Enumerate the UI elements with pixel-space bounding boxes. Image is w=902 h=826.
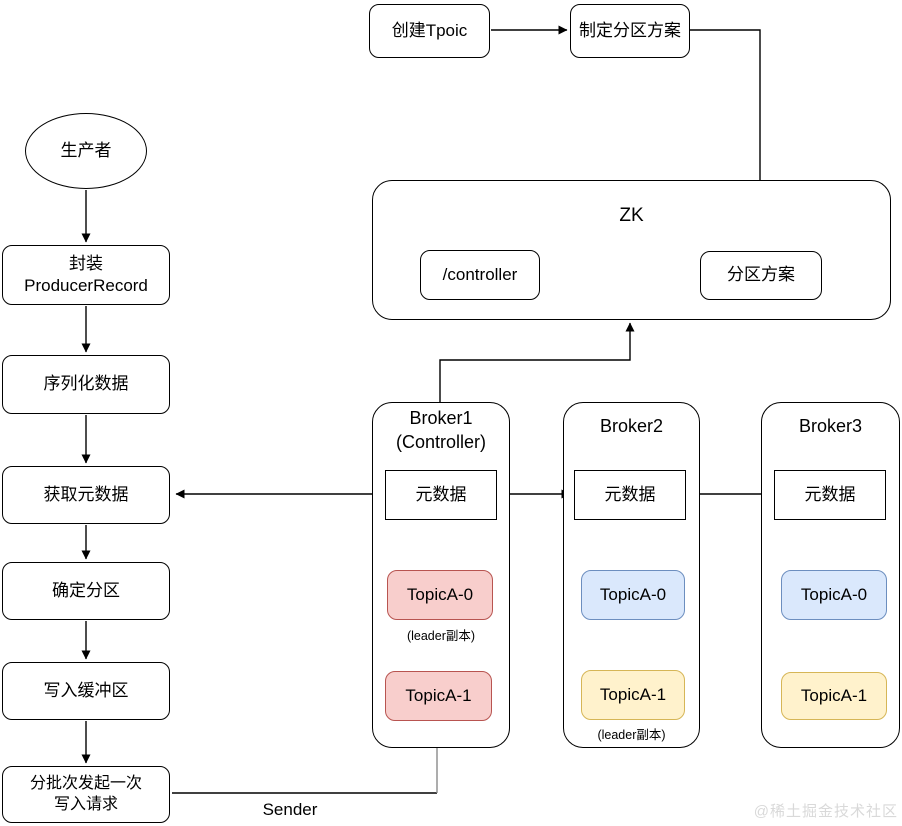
- broker1-metadata-node: 元数据: [385, 470, 497, 520]
- broker1-topica0-leader-note: (leader副本): [406, 629, 476, 643]
- step-serialize-data: 序列化数据: [2, 355, 170, 414]
- broker2-title: Broker2: [599, 416, 664, 436]
- broker2-topica0-node: TopicA-0: [581, 570, 685, 620]
- sender-label: Sender: [262, 800, 318, 819]
- watermark: @稀土掘金技术社区: [753, 803, 898, 820]
- broker3-title: Broker3: [798, 416, 863, 436]
- make-partition-plan-node: 制定分区方案: [570, 4, 690, 58]
- arrow-broker1-to-zk: [439, 322, 635, 402]
- broker3-topica1-node: TopicA-1: [781, 672, 887, 720]
- producer-node: 生产者: [25, 113, 147, 189]
- broker2-metadata-node: 元数据: [574, 470, 686, 520]
- zk-title: ZK: [619, 205, 644, 226]
- step-wrap-producerrecord: 封装 ProducerRecord: [2, 245, 170, 305]
- broker3-metadata-node: 元数据: [774, 470, 886, 520]
- broker1-title: Broker1 (Controller): [395, 408, 487, 453]
- broker2-topica1-leader-note: (leader副本): [597, 728, 666, 742]
- broker3-topica0-node: TopicA-0: [781, 570, 887, 620]
- step-get-metadata: 获取元数据: [2, 466, 170, 524]
- broker1-topica0-node: TopicA-0: [387, 570, 493, 620]
- broker1-topica1-node: TopicA-1: [385, 671, 492, 721]
- zk-controller-node: /controller: [420, 250, 540, 300]
- step-determine-partition: 确定分区: [2, 562, 170, 620]
- create-topic-node: 创建Tpoic: [369, 4, 490, 58]
- step-batch-send-request: 分批次发起一次 写入请求: [2, 766, 170, 823]
- broker2-topica1-node: TopicA-1: [581, 670, 685, 720]
- zk-partition-plan-node: 分区方案: [700, 251, 822, 300]
- step-write-buffer: 写入缓冲区: [2, 662, 170, 720]
